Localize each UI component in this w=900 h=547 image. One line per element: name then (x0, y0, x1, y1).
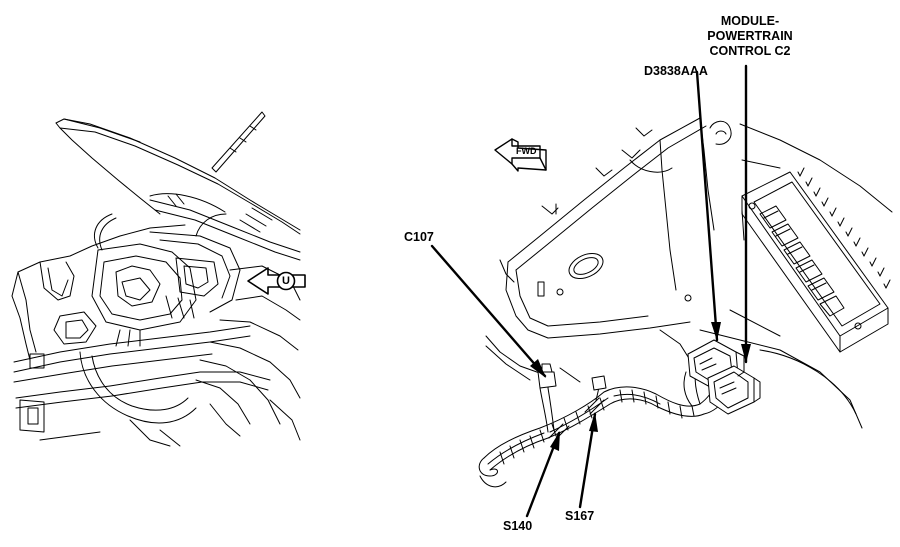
leader-c107 (430, 244, 547, 378)
module-pcm-label-line1: MODULE- (720, 14, 780, 28)
s167-label: S167 (565, 509, 595, 523)
hood-outline (55, 118, 301, 231)
view-u-arrow (247, 267, 306, 295)
leader-lines (430, 64, 748, 518)
panel-oval-opening (568, 252, 604, 280)
leader-d3838aaa (695, 70, 719, 342)
engine-compartment-view (11, 111, 301, 447)
pcm-module (741, 167, 891, 353)
wiring-harness (478, 339, 761, 488)
detail-view (485, 117, 893, 429)
fender-outline (11, 224, 186, 297)
d3838aaa-label: D3838AAA (644, 64, 708, 78)
hood-prop-rod (211, 111, 266, 173)
bumper-outline (19, 399, 45, 433)
s140-label: S140 (503, 519, 533, 533)
c107-label: C107 (404, 230, 434, 244)
bulkhead-panel (507, 117, 701, 263)
module-pcm-label-line2: POWERTRAIN (707, 29, 793, 43)
module-pcm-label-line3: CONTROL C2 (709, 44, 791, 58)
engine-block (91, 243, 197, 331)
leader-arrowheads (530, 322, 751, 451)
fwd-arrow-icon (494, 138, 547, 172)
wheel-well (79, 351, 197, 424)
view-u-letter: U (282, 275, 290, 287)
fwd-label: FWD (516, 146, 537, 156)
